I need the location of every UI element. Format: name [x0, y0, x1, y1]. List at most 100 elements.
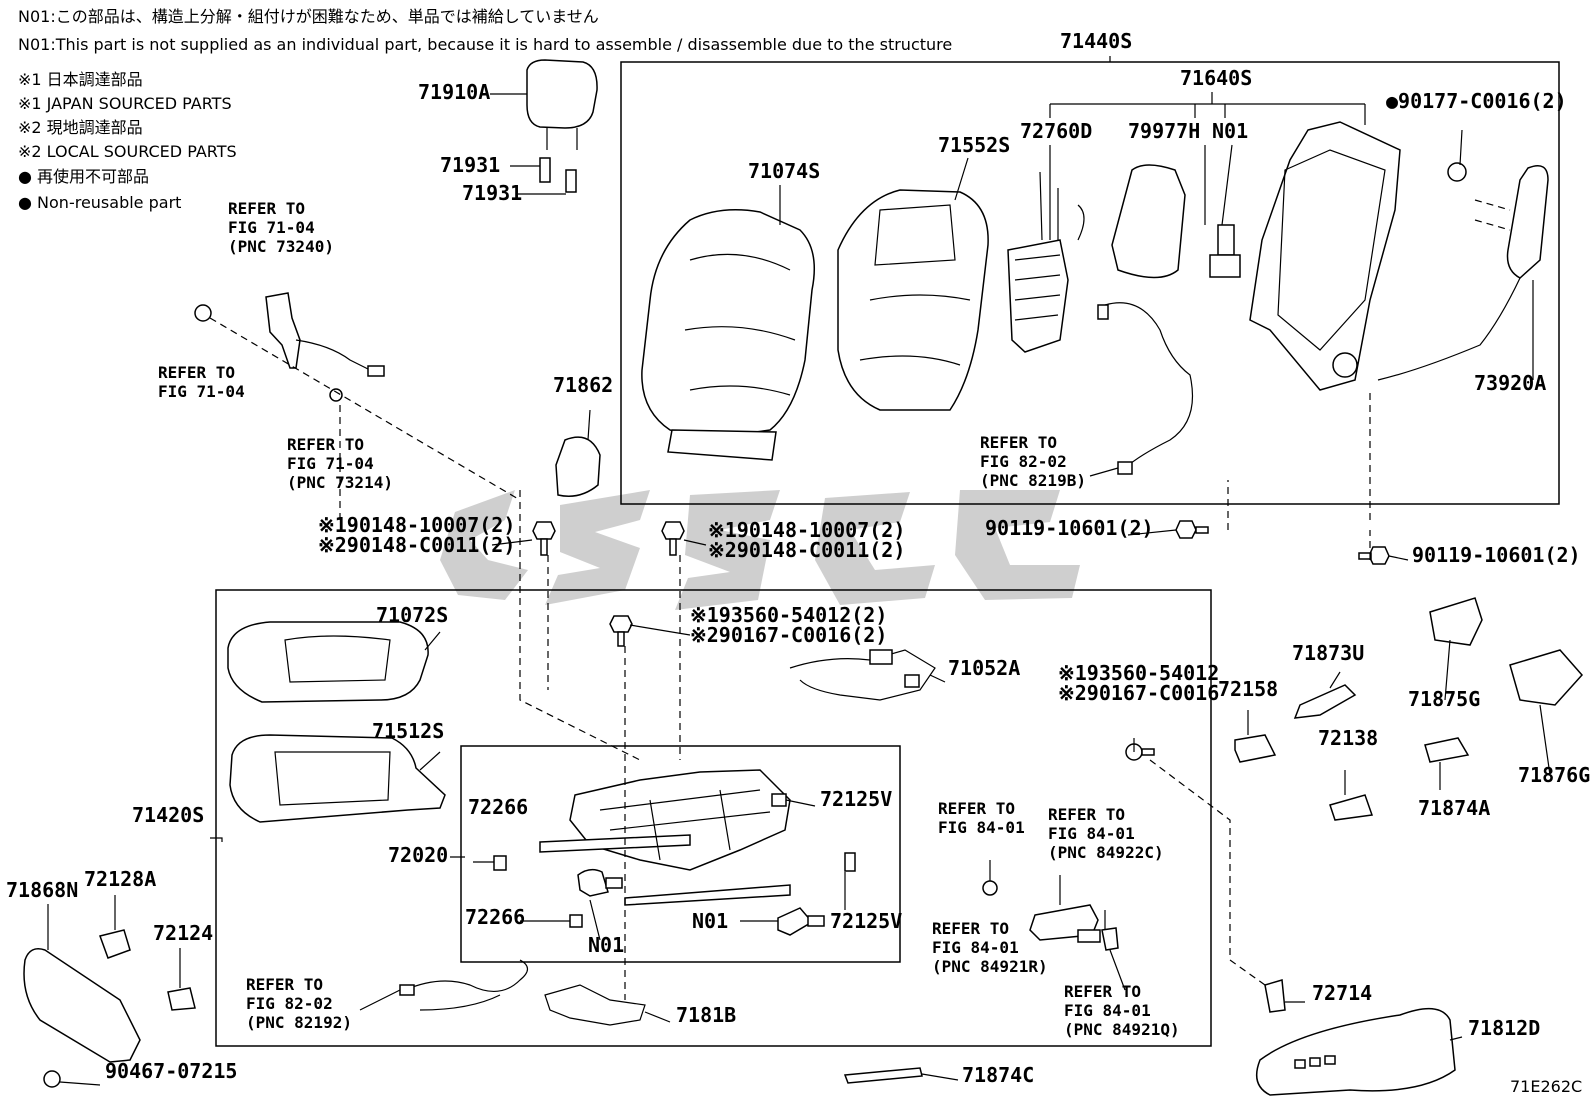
ref5-line2: FIG 84-01	[938, 818, 1025, 837]
label-193560-b2: ※290167-C0016	[1058, 681, 1219, 705]
ref2-line2: FIG 71-04	[158, 382, 245, 401]
label-n01-b: N01	[692, 909, 728, 933]
seat-switch-part	[982, 880, 1119, 951]
label-71552S: 71552S	[938, 133, 1010, 157]
buckle-part	[194, 292, 385, 402]
seatback-cover-part	[641, 209, 815, 461]
label-90177: ●90177-C0016(2)	[1386, 89, 1567, 113]
ref1-line2: FIG 71-04	[228, 218, 315, 237]
label-190148-b2: ※290148-C0011(2)	[708, 538, 905, 562]
ref6-line3: (PNC 84922C)	[1048, 843, 1164, 862]
label-72266-b: 72266	[465, 905, 525, 929]
seatback-pad-part	[837, 189, 989, 411]
ref4-line1: REFER TO	[980, 433, 1057, 452]
label-72125V-b: 72125V	[830, 909, 902, 933]
ref9-line3: (PNC 82192)	[246, 1013, 352, 1032]
label-71873U: 71873U	[1292, 641, 1364, 665]
figure-id: 71E262C	[1510, 1077, 1582, 1096]
label-90467: 90467-07215	[105, 1059, 237, 1083]
label-72138: 72138	[1318, 726, 1378, 750]
label-n01-top: N01	[1212, 119, 1248, 143]
ref9-line2: FIG 82-02	[246, 994, 333, 1013]
label-190148-b1: ※190148-10007(2)	[708, 518, 905, 542]
label-71868N: 71868N	[6, 878, 78, 902]
label-71072S: 71072S	[376, 603, 448, 627]
ref1-line3: (PNC 73240)	[228, 237, 334, 256]
seatback-frame-part	[1249, 121, 1401, 391]
cushion-harness-part	[789, 649, 936, 701]
note-nonreuse-jp: ● 再使用不可部品	[18, 167, 149, 186]
ref9-line1: REFER TO	[246, 975, 323, 994]
label-71862: 71862	[553, 373, 613, 397]
ref7-line2: FIG 84-01	[932, 938, 1019, 957]
label-71512S: 71512S	[372, 719, 444, 743]
ref8-line3: (PNC 84921Q)	[1064, 1020, 1180, 1039]
label-72158: 72158	[1218, 677, 1278, 701]
note-n01-en: N01:This part is not supplied as an indi…	[18, 35, 952, 54]
right-small-parts	[1234, 597, 1584, 1096]
label-190148-a2: ※290148-C0011(2)	[318, 533, 515, 557]
ref7-line3: (PNC 84921R)	[932, 957, 1048, 976]
n01-top-motor-part	[1209, 224, 1241, 278]
label-90119-a: 90119-10601(2)	[985, 516, 1154, 540]
side-airbag-part	[1377, 162, 1549, 381]
watermark-logo	[440, 490, 1080, 610]
label-79977H: 79977H	[1128, 119, 1200, 143]
label-71874A: 71874A	[1418, 796, 1490, 820]
cushion-pad-part	[229, 734, 446, 823]
label-72124: 72124	[153, 921, 213, 945]
label-72020: 72020	[388, 843, 448, 867]
label-71910A: 71910A	[418, 80, 490, 104]
label-71874C: 71874C	[962, 1063, 1034, 1087]
label-72125V-a: 72125V	[820, 787, 892, 811]
ref3-line3: (PNC 73214)	[287, 473, 393, 492]
seatback-wire-part	[1097, 302, 1194, 475]
label-71640S: 71640S	[1180, 66, 1252, 90]
floor-harness-part	[399, 959, 646, 1026]
note-mark2-jp: ※2 現地調達部品	[18, 118, 143, 137]
ref6-line1: REFER TO	[1048, 805, 1125, 824]
cushion-cover-part	[227, 621, 429, 703]
note-mark1-en: ※1 JAPAN SOURCED PARTS	[18, 94, 232, 113]
label-72760D: 72760D	[1020, 119, 1092, 143]
label-71931-b: 71931	[462, 181, 522, 205]
ref6-line2: FIG 84-01	[1048, 824, 1135, 843]
label-71440S: 71440S	[1060, 29, 1132, 53]
notes-block: N01:この部品は、構造上分解・組付けが困難なため、単品では補給していません N…	[18, 7, 952, 212]
ref4-line2: FIG 82-02	[980, 452, 1067, 471]
seatback-assembly-box	[620, 61, 1560, 505]
reference-labels: REFER TO FIG 71-04 (PNC 73240) REFER TO …	[158, 199, 1180, 1039]
ref1-line1: REFER TO	[228, 199, 305, 218]
front-cover-part	[23, 929, 196, 1088]
seatback-heater-part	[1007, 171, 1085, 353]
ref8-line1: REFER TO	[1064, 982, 1141, 1001]
note-mark2-en: ※2 LOCAL SOURCED PARTS	[18, 142, 237, 161]
note-n01-jp: N01:この部品は、構造上分解・組付けが困難なため、単品では補給していません	[18, 7, 599, 26]
label-7181B: 7181B	[676, 1003, 736, 1027]
heater-element-part	[1111, 164, 1186, 279]
label-n01-a: N01	[588, 933, 624, 957]
ref2-line1: REFER TO	[158, 363, 235, 382]
label-71812D: 71812D	[1468, 1016, 1540, 1040]
ref4-line3: (PNC 8219B)	[980, 471, 1086, 490]
label-72128A: 72128A	[84, 867, 156, 891]
ref3-line1: REFER TO	[287, 435, 364, 454]
ref5-line1: REFER TO	[938, 799, 1015, 818]
label-71052A: 71052A	[948, 656, 1020, 680]
note-nonreuse-en: ● Non-reusable part	[18, 193, 181, 212]
clips-part	[493, 793, 856, 936]
label-73920A: 73920A	[1474, 371, 1546, 395]
label-90119-b: 90119-10601(2)	[1412, 543, 1581, 567]
bolts-part	[532, 520, 1390, 761]
label-190148-a1: ※190148-10007(2)	[318, 513, 515, 537]
ref3-line2: FIG 71-04	[287, 454, 374, 473]
label-71876G: 71876G	[1518, 763, 1590, 787]
leader-lines	[47, 56, 1551, 1086]
note-mark1-jp: ※1 日本調達部品	[18, 70, 143, 89]
label-193560-a2: ※290167-C0016(2)	[690, 623, 887, 647]
label-72266-a: 72266	[468, 795, 528, 819]
label-71074S: 71074S	[748, 159, 820, 183]
label-71931-a: 71931	[440, 153, 500, 177]
label-71875G: 71875G	[1408, 687, 1480, 711]
